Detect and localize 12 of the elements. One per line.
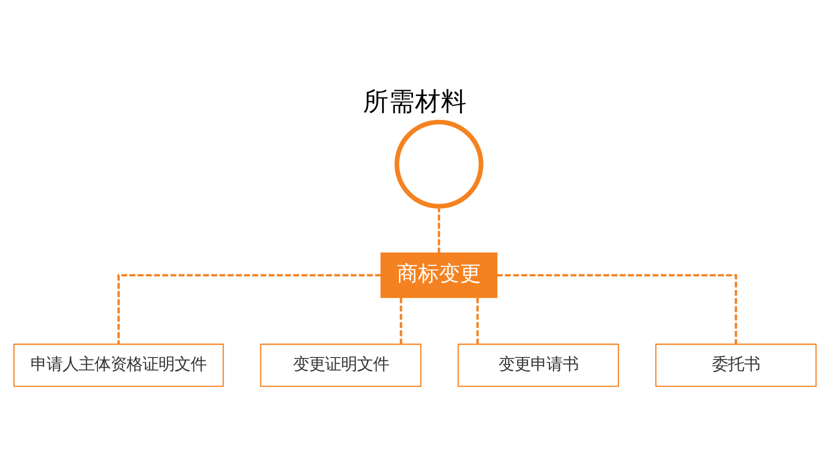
connector [400, 297, 402, 344]
node-box: 变更申请书 [458, 343, 620, 386]
node-box: 变更证明文件 [260, 343, 422, 386]
node-box: 申请人主体资格证明文件 [13, 343, 224, 386]
node-circle [394, 119, 484, 208]
connector [496, 274, 738, 344]
connector [117, 274, 381, 344]
node-box: 委托书 [655, 343, 817, 386]
connector [438, 206, 440, 252]
diagram-title: 所需材料 [363, 86, 467, 116]
node-box: 商标变更 [380, 252, 498, 298]
connector [476, 297, 479, 344]
